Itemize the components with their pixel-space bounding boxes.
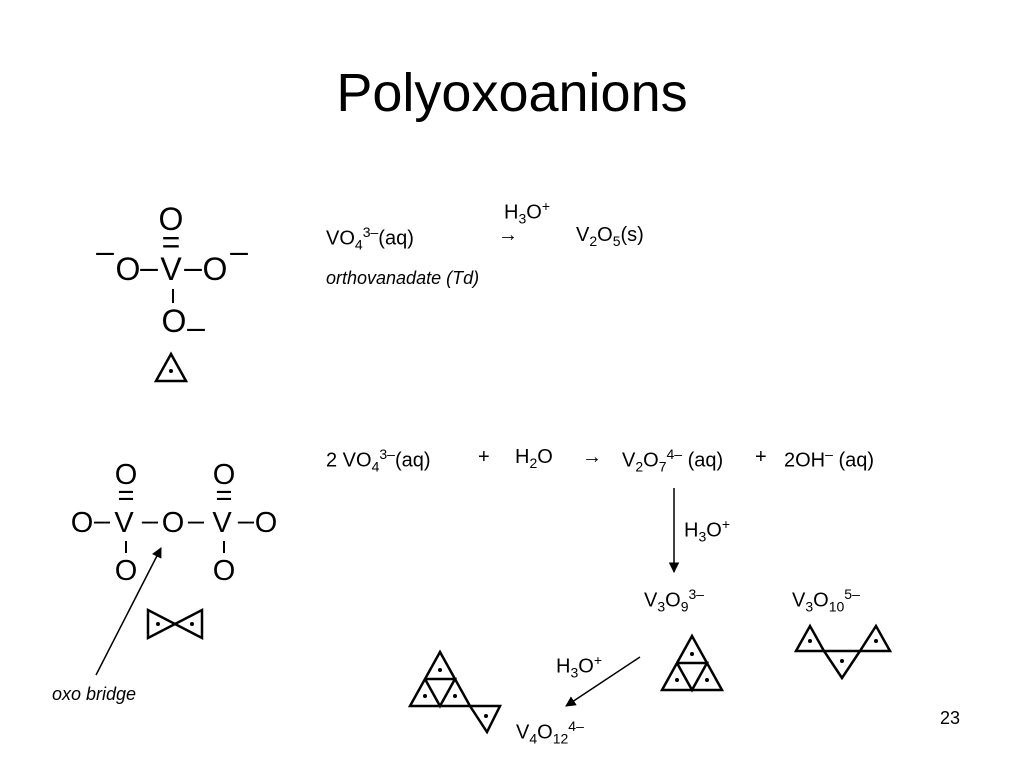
reaction1-reagent: H3O+ xyxy=(504,198,550,227)
di-bond-l2: – xyxy=(142,505,159,537)
step3-arrow xyxy=(565,656,641,707)
tetramer-tail xyxy=(467,704,503,735)
trimer-inner xyxy=(675,661,710,693)
mono-oxygen-bottom: O xyxy=(162,303,187,339)
reaction2-product1: V2O74– (aq) xyxy=(622,446,724,475)
chain-tet-left xyxy=(793,623,827,653)
mono-oxygen-left: O xyxy=(116,251,141,287)
tet-dot3 xyxy=(453,694,457,698)
di-vanadium1: V xyxy=(114,507,134,539)
di-bond-r2: – xyxy=(238,505,255,537)
di-dot-right xyxy=(190,622,194,626)
reaction2-product2: 2OH– (aq) xyxy=(784,446,875,472)
di-oxygen-top2: O xyxy=(213,459,236,491)
orthovanadate-structure: O = V O – O – O – – – xyxy=(96,201,248,383)
mono-oxygen-top: O xyxy=(159,201,184,237)
trimer-formula: V3O93– xyxy=(644,586,705,615)
mono-charge-left: – xyxy=(96,233,114,269)
di-tetrahedron-left xyxy=(146,607,178,641)
reaction2-reactant: 2 VO43–(aq) xyxy=(326,446,431,475)
tet-dot4 xyxy=(484,714,488,718)
di-oxygen-bridge: O xyxy=(162,507,185,539)
mono-charge-right: – xyxy=(230,233,248,269)
mono-vanadium: V xyxy=(160,251,182,287)
oxo-bridge-label: oxo bridge xyxy=(52,684,137,704)
mono-bond-right: – xyxy=(184,249,202,285)
tetramer-inner xyxy=(423,677,458,709)
di-double-bond1: = xyxy=(118,480,135,512)
step2-reagent: H3O+ xyxy=(684,516,730,545)
reaction2-plus1: + xyxy=(478,446,490,468)
chain-dot2 xyxy=(840,659,844,663)
chain-tet-right xyxy=(857,623,893,653)
chain-dot3 xyxy=(874,639,878,643)
di-oxygen-top1: O xyxy=(115,459,138,491)
di-bond-r1: – xyxy=(188,505,205,537)
di-oxygen-bottom2: O xyxy=(213,555,236,587)
reaction1-reactant: VO43–(aq) xyxy=(326,224,414,253)
di-oxygen-left: O xyxy=(71,507,94,539)
mono-bond-left: – xyxy=(140,249,158,285)
chain-formula: V3O105– xyxy=(792,586,860,615)
page-number: 23 xyxy=(940,708,961,728)
mono-tetrahedron-dot xyxy=(169,369,173,373)
oxo-bridge-arrow xyxy=(95,547,162,676)
trimer-structure xyxy=(659,633,725,693)
trimer-dot1 xyxy=(690,652,694,656)
trimer-dot2 xyxy=(675,678,679,682)
tet-dot2 xyxy=(423,694,427,698)
mono-oxygen-right: O xyxy=(203,251,228,287)
step3-reagent: H3O+ xyxy=(556,652,602,681)
chain-structure xyxy=(793,623,893,681)
di-oxygen-bottom1: O xyxy=(115,555,138,587)
di-oxygen-right: O xyxy=(255,507,278,539)
chain-dot1 xyxy=(808,639,812,643)
di-vanadium2: V xyxy=(212,507,232,539)
tetramer-structure xyxy=(407,649,503,735)
orthovanadate-label: orthovanadate (Td) xyxy=(326,268,480,288)
reaction2-water: H2O xyxy=(515,446,553,471)
di-dot-left xyxy=(156,622,160,626)
tetramer-formula: V4O124– xyxy=(516,718,584,747)
mono-tetrahedron xyxy=(153,351,189,383)
reaction1-product: V2O5(s) xyxy=(576,224,644,249)
mono-charge-bottom: – xyxy=(187,309,205,345)
trimer-dot3 xyxy=(705,678,709,682)
di-tetrahedron-right xyxy=(172,607,204,641)
pyrovanadate-structure: O O = = O – V – O – V – O O O xyxy=(71,459,278,641)
reaction1-arrow: → xyxy=(498,224,518,246)
di-bond-l1: – xyxy=(94,505,111,537)
slide-title: Polyoxoanions xyxy=(336,63,688,123)
tet-dot1 xyxy=(438,668,442,672)
di-double-bond2: = xyxy=(216,480,233,512)
reaction2-arrow: → xyxy=(582,446,602,468)
chain-tet-middle xyxy=(821,649,863,681)
reaction2-plus2: + xyxy=(755,446,767,468)
mono-double-bond: = xyxy=(162,224,181,260)
